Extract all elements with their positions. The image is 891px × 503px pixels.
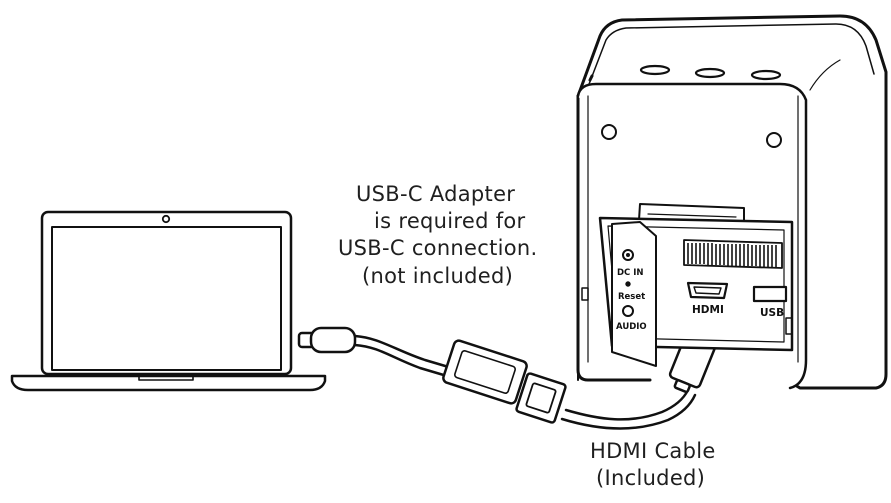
vent-grill (683, 239, 783, 269)
hdmi-cable-label-line2: (Included) (596, 466, 706, 490)
laptop-icon (10, 210, 327, 392)
adapter-note-line4: (not included) (362, 264, 514, 288)
audio-label: AUDIO (616, 322, 647, 332)
usb-c-adapter-icon (297, 326, 567, 424)
adapter-note-line2: is required for (374, 209, 526, 233)
vent-slats (687, 243, 777, 267)
usb-port-icon (752, 285, 788, 303)
adapter-note-line3: USB-C connection. (338, 236, 538, 260)
projector-device-icon (576, 14, 888, 390)
hdmi-port-icon (686, 281, 729, 300)
reset-label: Reset (618, 292, 645, 302)
hdmi-port-label: HDMI (692, 304, 724, 316)
hdmi-cable-label-line1: HDMI Cable (590, 439, 716, 463)
adapter-note-line1: USB-C Adapter (356, 182, 516, 206)
usb-port-label: USB (760, 307, 784, 319)
dc-in-label: DC IN (617, 268, 644, 278)
